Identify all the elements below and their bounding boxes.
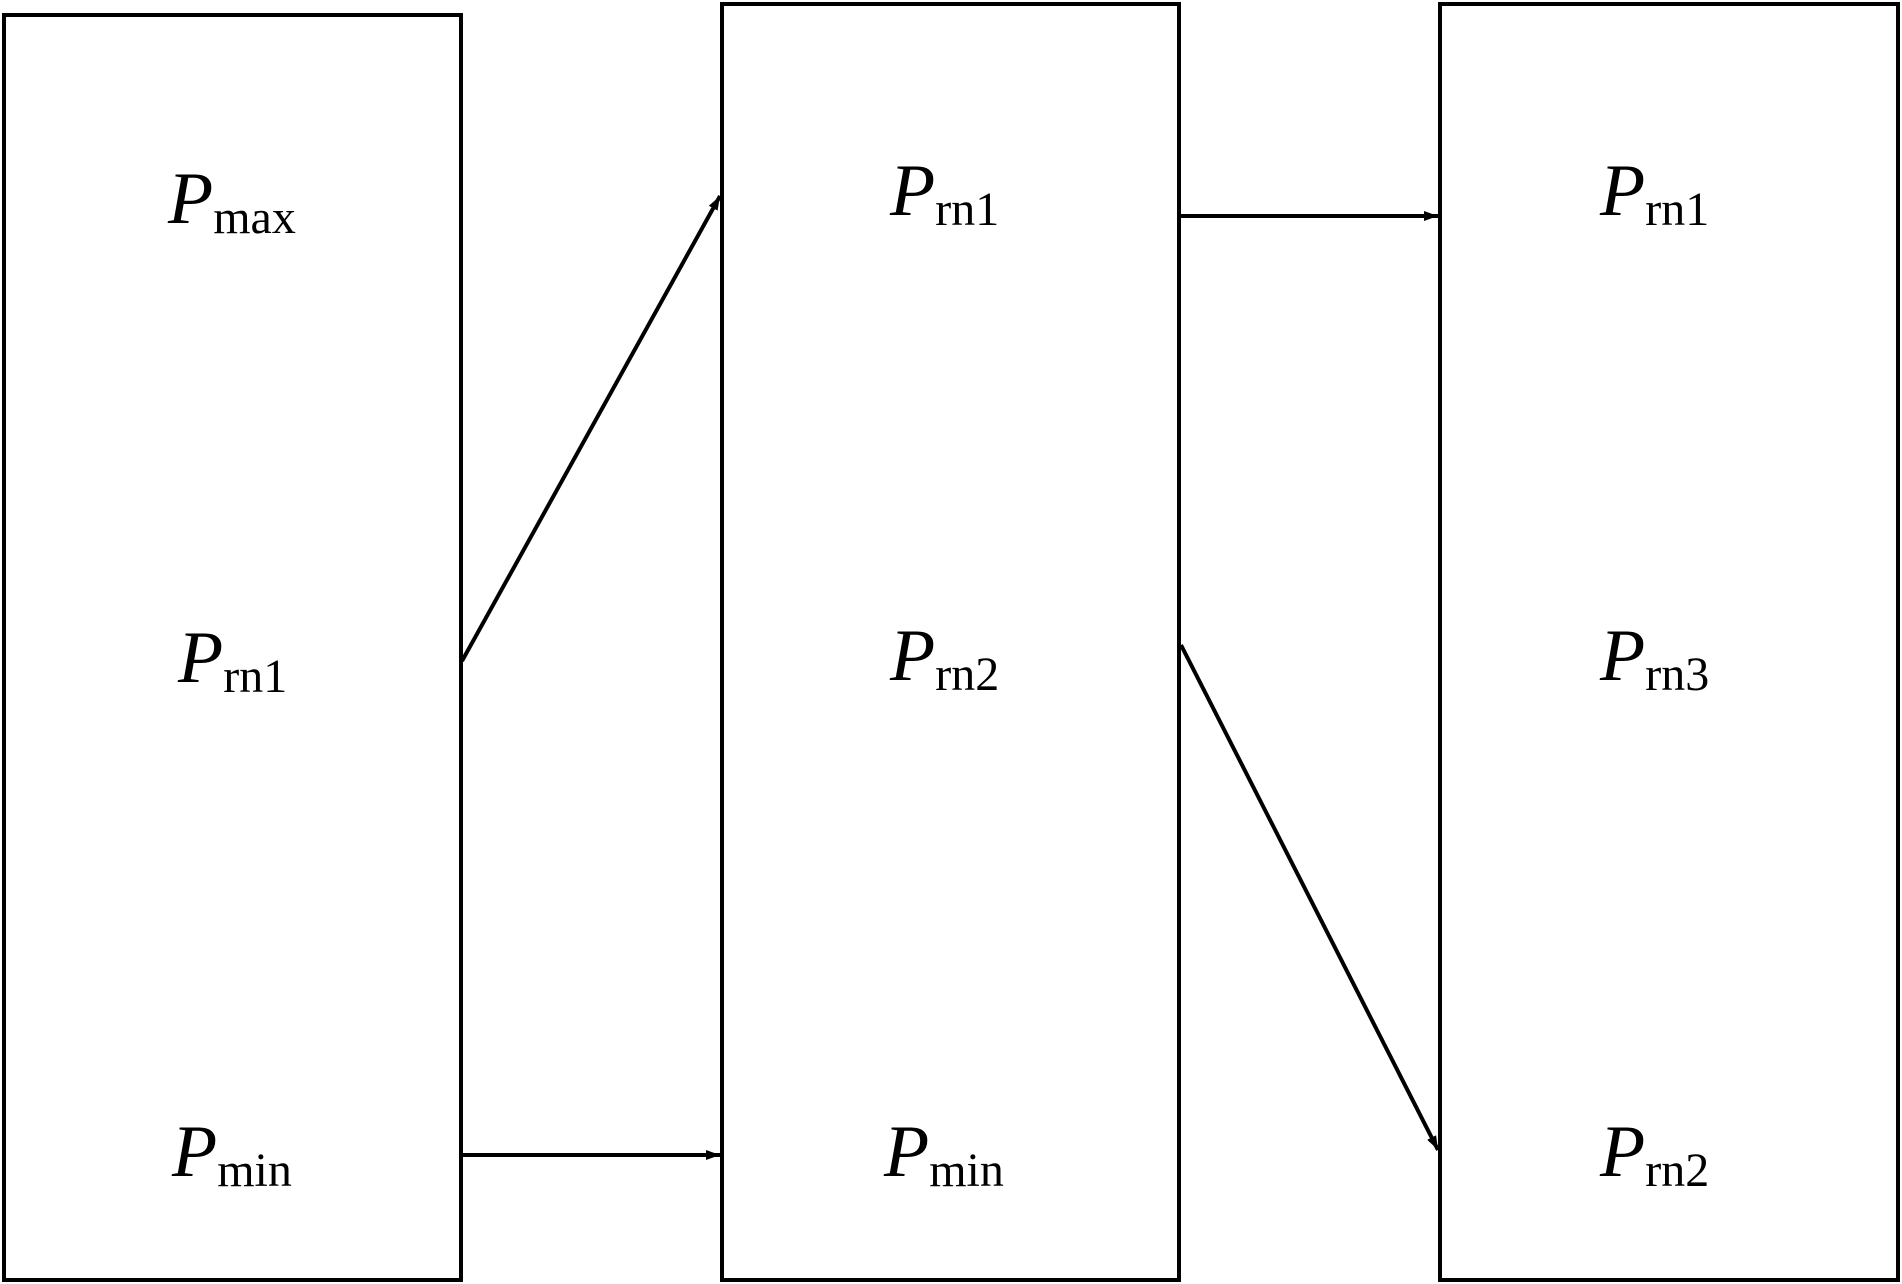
label-box3-item1: Prn1 <box>1599 150 1709 236</box>
label-box2-item3: Pmin <box>883 1111 1004 1197</box>
box-3 <box>1438 2 1900 1282</box>
label-box1-item3: Pmin <box>171 1111 292 1197</box>
label-box1-item1: Pmax <box>167 158 296 244</box>
label-box2-item1: Prn1 <box>889 150 999 236</box>
label-box1-item2: Prn1 <box>177 617 287 703</box>
label-box2-item2: Prn2 <box>889 615 999 701</box>
arrow-box1-rn1-to-box2-rn1 <box>460 195 722 662</box>
box-2 <box>720 2 1181 1282</box>
label-box3-item2: Prn3 <box>1599 615 1709 701</box>
arrows <box>460 195 1440 1160</box>
label-box3-item3: Prn2 <box>1599 1111 1709 1197</box>
arrow-box2-rn2-to-box3-rn2 <box>1179 644 1440 1151</box>
box-1 <box>2 13 463 1282</box>
